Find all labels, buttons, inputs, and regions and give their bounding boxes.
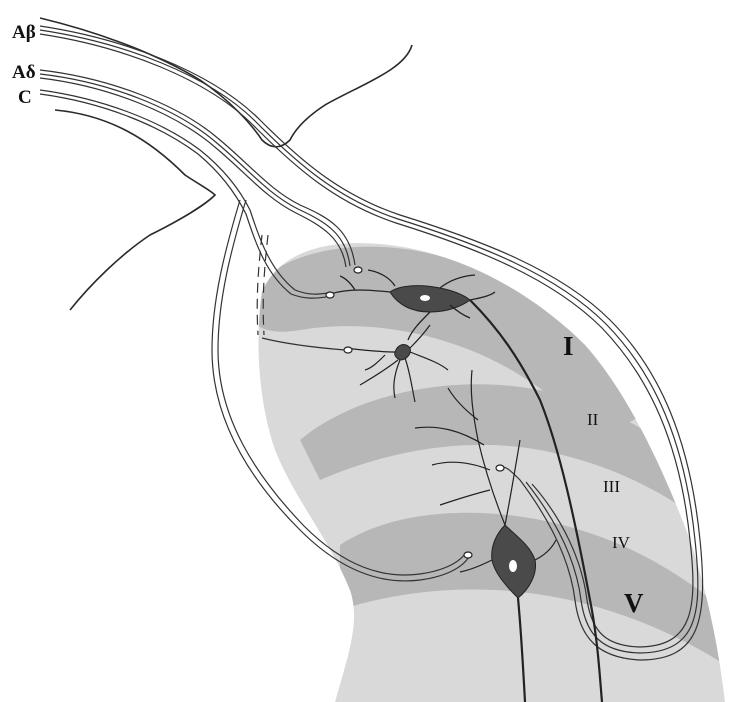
terminal-c: [326, 292, 334, 298]
pia-outline-lower: [55, 110, 215, 310]
a-delta-label: Aδ: [12, 62, 36, 83]
a-beta-label: Aβ: [12, 22, 36, 43]
fiber-labels: Aβ Aδ C: [12, 22, 36, 108]
lamina-iv-label: IV: [612, 533, 631, 552]
c-fiber-label: C: [18, 87, 32, 108]
terminal-a-beta-ventral: [464, 552, 472, 558]
terminal-c-lamina-ii: [344, 347, 352, 353]
lamina-iii-label: III: [603, 477, 620, 496]
terminal-a-beta-deep: [496, 465, 504, 471]
terminal-a-delta: [354, 267, 362, 273]
lamina-ii-label: II: [587, 410, 599, 429]
lamina-i-label: I: [563, 331, 574, 361]
dorsal-horn: [240, 243, 730, 702]
lamina-v-label: V: [624, 588, 644, 618]
